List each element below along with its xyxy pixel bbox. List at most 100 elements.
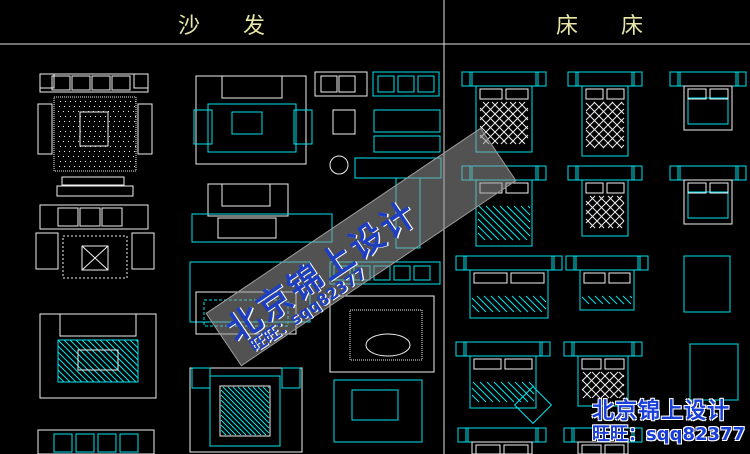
hatch-line	[623, 296, 631, 304]
carpet-inner	[220, 386, 270, 436]
quilt-line	[510, 126, 528, 144]
texture-dot	[85, 101, 86, 102]
texture-dot	[93, 156, 94, 157]
corner-watermark-contact: 旺旺：sqq82377	[592, 424, 746, 445]
hatch-line	[88, 340, 130, 382]
quilt-line	[492, 108, 528, 144]
armchair	[294, 110, 312, 144]
hatch-line	[477, 296, 493, 312]
quilt-line	[586, 196, 613, 223]
hatch-line	[491, 296, 507, 312]
texture-dot	[63, 111, 64, 112]
sofa-cushion	[394, 266, 410, 280]
pillow	[688, 183, 706, 193]
coffee-table	[218, 218, 276, 238]
quilt-line	[601, 372, 624, 395]
nightstand	[638, 256, 648, 270]
texture-dot	[68, 156, 69, 157]
texture-dot	[125, 101, 126, 102]
single-bed	[684, 256, 730, 312]
hatch-line	[540, 296, 546, 302]
mattress	[578, 442, 628, 454]
hatch-line	[124, 340, 138, 354]
nightstand	[632, 72, 642, 86]
texture-dot	[100, 116, 101, 117]
coffee-table	[232, 112, 262, 134]
texture-dot	[79, 151, 80, 152]
quilt-line	[480, 102, 507, 129]
texture-dot	[120, 146, 121, 147]
texture-dot	[123, 141, 124, 142]
sofa-bottom	[38, 430, 154, 454]
curved-sofa	[222, 76, 282, 98]
texture-dot	[129, 151, 130, 152]
coffee-table	[352, 390, 398, 420]
texture-dot	[115, 116, 116, 117]
texture-dot	[133, 156, 134, 157]
texture-dot	[109, 136, 110, 137]
carpet	[54, 97, 136, 171]
hatch-line	[58, 376, 64, 382]
texture-dot	[99, 151, 100, 152]
texture-dot	[109, 166, 110, 167]
sofa-cushion	[120, 434, 138, 452]
texture-dot	[99, 121, 100, 122]
texture-dot	[83, 141, 84, 142]
hatch-line	[630, 296, 632, 298]
hatch-line	[512, 296, 528, 312]
mattress	[582, 86, 628, 156]
pillow	[586, 89, 603, 99]
texture-dot	[119, 166, 120, 167]
hatch-pattern	[582, 296, 632, 304]
hatch-line	[472, 395, 479, 402]
texture-dot	[128, 156, 129, 157]
mattress	[582, 180, 628, 236]
hatch-line	[609, 296, 617, 304]
texture-dot	[74, 136, 75, 137]
nightstand	[552, 256, 562, 270]
hatch-line	[70, 340, 112, 382]
sofa-set-frame	[208, 184, 288, 216]
texture-dot	[130, 116, 131, 117]
hatch-line	[221, 425, 231, 435]
cad-line	[82, 246, 108, 270]
sofa-cushion	[54, 434, 72, 452]
pillow	[609, 273, 630, 283]
nightstand	[670, 166, 680, 180]
texture-dot	[133, 111, 134, 112]
texture-dot	[70, 131, 71, 132]
texture-dot	[110, 131, 111, 132]
sofa-section-title: 沙 发	[178, 14, 283, 39]
hatch-line	[487, 382, 507, 402]
texture-dot	[68, 126, 69, 127]
hatch-line	[478, 212, 506, 240]
texture-dot	[89, 106, 90, 107]
texture-dot	[114, 166, 115, 167]
pillow	[474, 273, 507, 283]
sofa-backrest	[40, 74, 148, 92]
quilt-line	[586, 109, 624, 147]
hatch-line	[130, 340, 138, 348]
nightstand	[568, 166, 578, 180]
texture-dot	[110, 101, 111, 102]
mattress	[470, 270, 548, 318]
texture-dot	[119, 106, 120, 107]
texture-dot	[133, 141, 134, 142]
carpet	[210, 376, 280, 446]
texture-dot	[78, 156, 79, 157]
corner-watermark-title: 北京锦上设计	[592, 399, 731, 424]
hatch-line	[94, 340, 136, 382]
texture-dot	[95, 161, 96, 162]
mattress	[470, 356, 536, 408]
hatch-line	[253, 387, 269, 403]
texture-dot	[134, 166, 135, 167]
quilt-line	[617, 221, 624, 228]
texture-dot	[124, 166, 125, 167]
quilt-line	[592, 372, 618, 398]
pillow	[505, 359, 532, 369]
texture-dot	[134, 121, 135, 122]
hatch-pattern	[221, 387, 269, 435]
hatch-line	[228, 387, 269, 428]
armchair	[194, 110, 212, 144]
